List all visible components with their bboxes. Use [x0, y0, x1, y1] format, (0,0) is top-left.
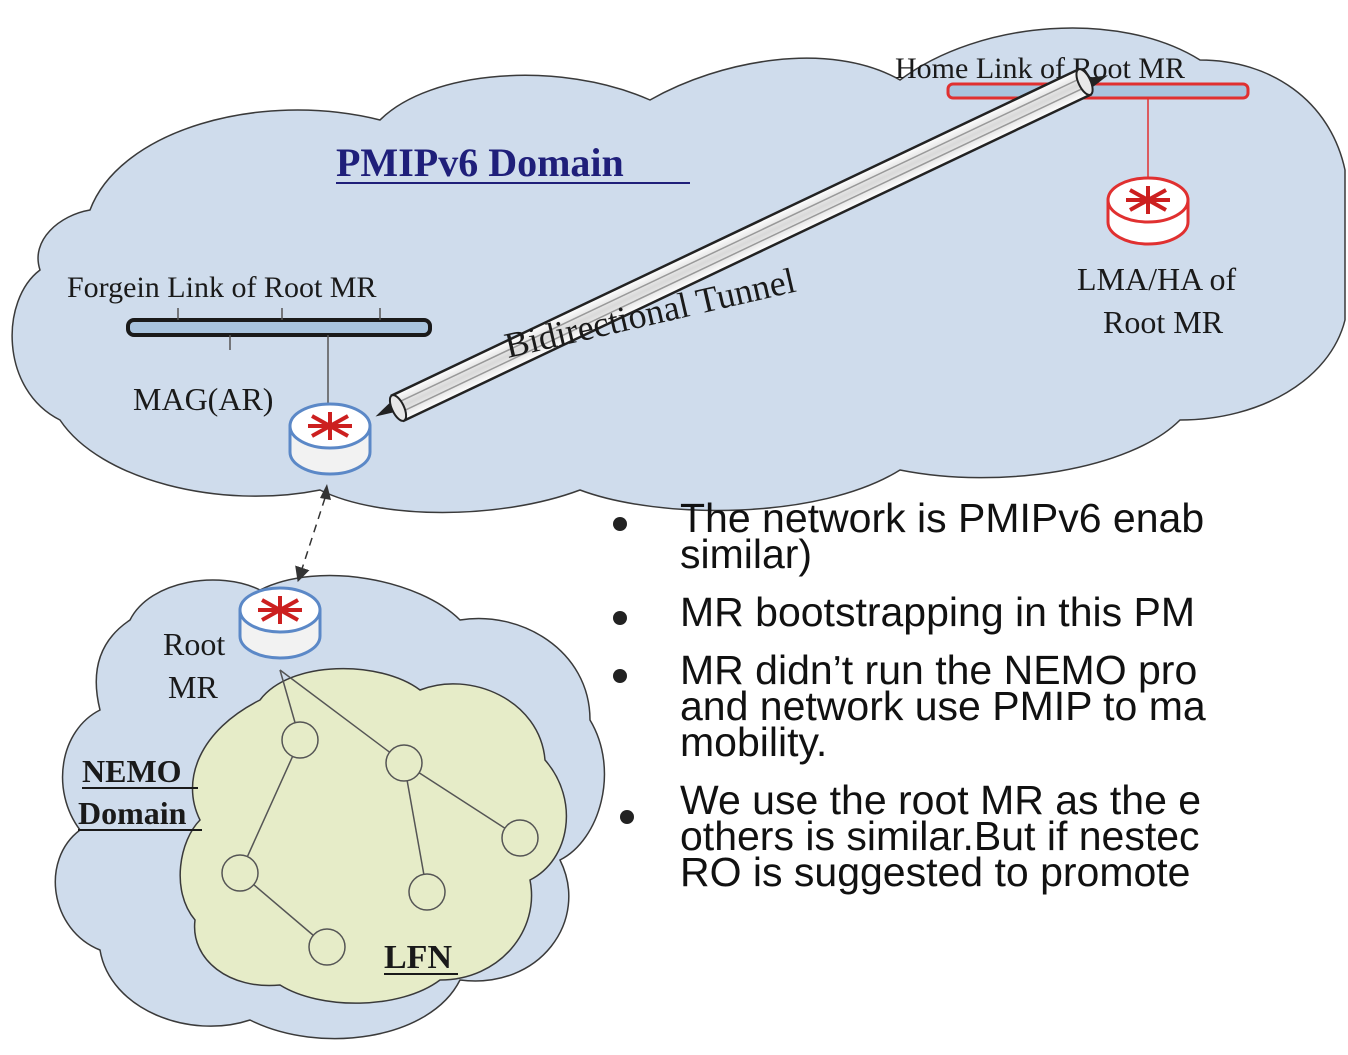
bidirectional-tunnel — [375, 67, 1108, 423]
bullet-text: The network is PMIPv6 enab similar) — [680, 500, 1205, 577]
home-link-bar — [946, 82, 1250, 100]
wireless-link — [295, 497, 326, 583]
mag-label: MAG(AR) — [133, 381, 273, 417]
bullet-item: We use the root MR as the e others is si… — [600, 780, 1348, 893]
root-mr-router-icon — [238, 586, 322, 660]
bullet-dot — [613, 669, 627, 683]
lfn-node — [308, 928, 346, 966]
pmip-domain-title: PMIPv6 Domain — [336, 140, 624, 185]
lma-label-line2: Root MR — [1103, 304, 1224, 340]
wireless-link-start-arrow — [320, 484, 331, 500]
foreign-link-label: Forgein Link of Root MR — [67, 271, 376, 304]
bullet-item: The network is PMIPv6 enab similar) — [600, 500, 1348, 575]
lfn-region — [179, 667, 568, 1004]
foreign-link-bar — [126, 318, 432, 337]
bullet-text: MR didn’t run the NEMO pro and network u… — [680, 647, 1206, 765]
nemo-domain-title-line2: Domain — [78, 795, 187, 831]
lfn-node — [221, 854, 259, 892]
lfn-node — [281, 721, 319, 759]
bullet-dot — [613, 517, 627, 531]
nemo-domain-title-line1: NEMO — [82, 753, 182, 789]
root-mr-label-line1: Root — [163, 626, 225, 662]
bullet-text: MR bootstrapping in this PM — [680, 589, 1196, 635]
lfn-node — [501, 819, 539, 857]
lfn-label: LFN — [384, 939, 452, 976]
lfn-node — [385, 744, 423, 782]
bullet-item: MR bootstrapping in this PM — [600, 592, 1348, 633]
lma-label-line1: LMA/HA of — [1077, 261, 1236, 297]
mag-router-icon — [288, 402, 372, 476]
lfn-nodes — [221, 721, 539, 966]
lma-router-icon — [1106, 176, 1190, 246]
bullet-text: We use the root MR as the e others is si… — [680, 777, 1202, 895]
home-link-label: Home Link of Root MR — [895, 52, 1185, 85]
bullet-dot — [620, 810, 634, 824]
root-mr-label-line2: MR — [168, 669, 218, 705]
lfn-node — [408, 873, 446, 911]
bullet-item: MR didn’t run the NEMO pro and network u… — [600, 650, 1348, 763]
bullet-list: The network is PMIPv6 enab similar) MR b… — [600, 500, 1348, 980]
bullet-dot — [613, 611, 627, 625]
lfn-tree — [239, 669, 521, 948]
